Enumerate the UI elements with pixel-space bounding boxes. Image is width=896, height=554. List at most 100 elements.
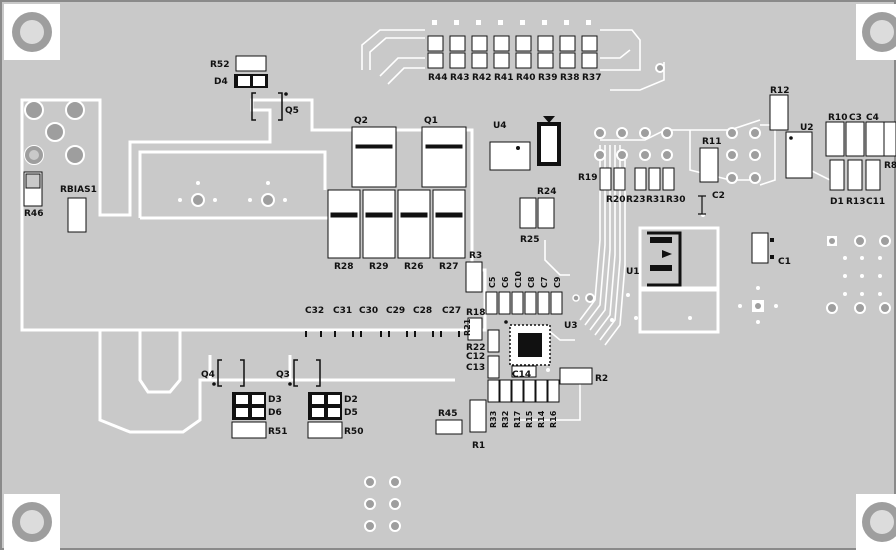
label-r30: R30 xyxy=(666,195,685,205)
label-r38: R38 xyxy=(560,73,579,83)
r2 xyxy=(559,367,593,385)
label-u3: U3 xyxy=(564,321,578,331)
label-r18: R18 xyxy=(466,308,485,318)
label-d1: D1 xyxy=(830,197,844,207)
diodes-bottom xyxy=(232,392,342,420)
label-r21: R21 xyxy=(463,318,472,336)
label-q3: Q3 xyxy=(276,370,290,380)
label-d4: D4 xyxy=(214,77,228,87)
label-r45: R45 xyxy=(438,409,457,419)
label-r41: R41 xyxy=(494,73,513,83)
label-r19: R19 xyxy=(578,173,597,183)
thru-holes-right xyxy=(738,235,891,324)
caps-c27-c32 xyxy=(305,331,460,337)
mid-resistors xyxy=(599,167,675,191)
label-q5: Q5 xyxy=(285,106,299,116)
label-r10: R10 xyxy=(828,113,847,123)
label-r15: R15 xyxy=(525,410,534,428)
top-small-dots xyxy=(432,20,591,25)
label-r28: R28 xyxy=(334,262,353,272)
c-hole xyxy=(25,146,43,164)
label-r2: R2 xyxy=(595,374,608,384)
label-r44: R44 xyxy=(428,73,447,83)
label-c2: C2 xyxy=(712,191,725,201)
label-u1: U1 xyxy=(626,267,640,277)
resistor-array-top xyxy=(427,35,598,69)
label-r52: R52 xyxy=(210,60,229,70)
label-r26: R26 xyxy=(404,262,423,272)
vias-top xyxy=(498,63,761,372)
r3-r18 xyxy=(465,261,483,341)
mosfets-q1-q2 xyxy=(351,126,467,188)
power-plane-outline xyxy=(20,98,487,434)
label-r25: R25 xyxy=(520,235,539,245)
mounting-holes xyxy=(4,4,896,550)
label-u4: U4 xyxy=(493,121,507,131)
label-c29: C29 xyxy=(386,306,405,316)
label-c32: C32 xyxy=(305,306,324,316)
label-r50: R50 xyxy=(344,427,363,437)
label-c30: C30 xyxy=(359,306,378,316)
u4-ic xyxy=(489,116,561,171)
label-c1: C1 xyxy=(778,257,791,267)
label-r16: R16 xyxy=(549,410,558,428)
label-r43: R43 xyxy=(450,73,469,83)
u1-ic xyxy=(638,226,720,334)
label-c31: C31 xyxy=(333,306,352,316)
label-c8: C8 xyxy=(527,276,536,288)
label-r31: R31 xyxy=(646,195,665,205)
r24-r25 xyxy=(519,197,555,229)
r52-d4-q5 xyxy=(234,55,288,121)
label-r29: R29 xyxy=(369,262,388,272)
label-c3: C3 xyxy=(849,113,862,123)
label-r12: R12 xyxy=(770,86,789,96)
q4-q3 xyxy=(217,359,321,387)
label-d6: D6 xyxy=(268,408,282,418)
u3-ic xyxy=(504,320,551,366)
r45-r1 xyxy=(435,399,487,435)
rbias-r46 xyxy=(23,171,87,233)
resistors-bottom xyxy=(487,379,560,403)
label-r13: R13 xyxy=(846,197,865,207)
label-r1: R1 xyxy=(472,441,485,451)
label-c27: C27 xyxy=(442,306,461,316)
label-c9: C9 xyxy=(553,276,562,288)
label-q4: Q4 xyxy=(201,370,215,380)
label-d3: D3 xyxy=(268,395,282,405)
thru-holes-bottom xyxy=(364,476,401,532)
label-r14: R14 xyxy=(537,410,546,428)
r51-r50 xyxy=(231,421,343,439)
label-r20: R20 xyxy=(606,195,625,205)
silkscreen-labels: R52 D4 Q5 Q2 Q1 U4 R44 R43 R42 R41 R40 R… xyxy=(24,60,896,451)
label-c11: C11 xyxy=(866,197,885,207)
label-r42: R42 xyxy=(472,73,491,83)
r11-c2-c1 xyxy=(698,147,774,264)
label-r40: R40 xyxy=(516,73,535,83)
u2-block xyxy=(769,94,896,191)
thru-holes-left xyxy=(24,100,287,207)
label-c12: C12 xyxy=(466,352,485,362)
label-rbias1: RBIAS1 xyxy=(60,185,97,195)
label-r51: R51 xyxy=(268,427,287,437)
shunt-resistors xyxy=(327,189,466,259)
label-d2: D2 xyxy=(344,395,358,405)
label-c7: C7 xyxy=(540,277,549,288)
label-u2: U2 xyxy=(800,123,814,133)
label-q1: Q1 xyxy=(424,116,438,126)
label-r32: R32 xyxy=(501,411,510,428)
label-c5: C5 xyxy=(488,276,497,288)
label-c13: C13 xyxy=(466,363,485,373)
label-c4: C4 xyxy=(866,113,879,123)
label-r8: R8 xyxy=(884,161,896,171)
label-r11: R11 xyxy=(702,137,721,147)
label-c10: C10 xyxy=(514,271,523,288)
label-q2: Q2 xyxy=(354,116,368,126)
label-c6: C6 xyxy=(501,276,510,288)
label-r22: R22 xyxy=(466,343,485,353)
label-r24: R24 xyxy=(537,187,556,197)
label-r23: R23 xyxy=(626,195,645,205)
caps-c5-c10 xyxy=(485,291,563,315)
label-d5: D5 xyxy=(344,408,358,418)
